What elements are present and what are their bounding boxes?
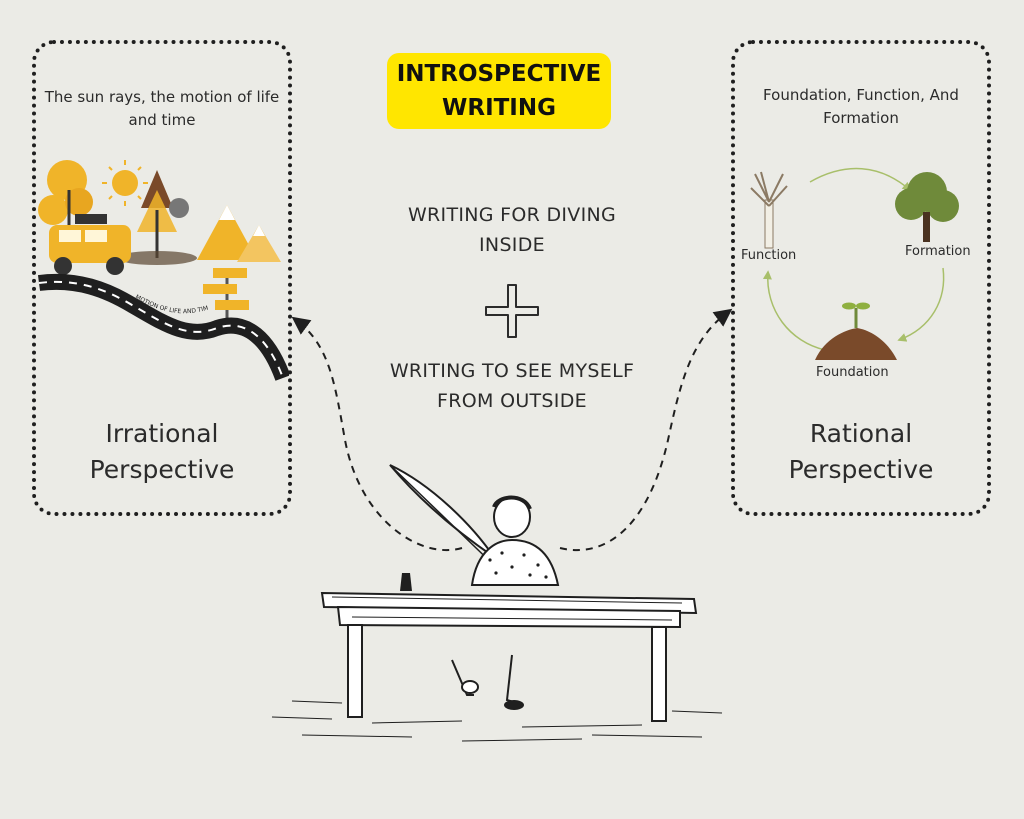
- outside-line1: WRITING TO SEE MYSELF: [389, 360, 635, 382]
- right-title-line2: Perspective: [788, 455, 934, 484]
- mountains-icon: [197, 205, 281, 262]
- diving-line2: INSIDE: [479, 234, 545, 256]
- right-title-line1: Rational: [809, 419, 913, 448]
- pine-tree-icon: [137, 170, 189, 258]
- sun-icon: [102, 160, 148, 206]
- writing-to-see-myself-text: WRITING TO SEE MYSELF FROM OUTSIDE: [340, 356, 684, 416]
- left-panel-caption: The sun rays, the motion of life and tim…: [44, 88, 280, 129]
- title-line1: INTROSPECTIVE: [396, 61, 602, 87]
- irrational-perspective-panel: The sun rays, the motion of life and tim…: [32, 40, 292, 516]
- irrational-perspective-title: Irrational Perspective: [36, 416, 288, 488]
- sprout-soil-icon: [815, 302, 897, 360]
- green-tree-icon: [895, 172, 959, 242]
- desk: [320, 591, 698, 722]
- floor-lines: [271, 700, 723, 742]
- writing-for-diving-inside-text: WRITING FOR DIVING INSIDE: [340, 200, 684, 260]
- ink-pot-icon: [400, 573, 412, 591]
- diving-line1: WRITING FOR DIVING: [407, 204, 617, 226]
- cycle-arrow-foundation-to-function: [762, 270, 826, 351]
- car-icon: [49, 214, 131, 275]
- signpost-icon: [203, 268, 249, 320]
- rational-perspective-title: Rational Perspective: [735, 416, 987, 488]
- bare-tree-icon: [750, 171, 788, 249]
- writer-figure: [451, 495, 560, 710]
- title-line2: WRITING: [441, 95, 556, 121]
- rational-perspective-panel: Foundation, Function, And Formation Rati…: [731, 40, 991, 516]
- outside-line2: FROM OUTSIDE: [437, 390, 587, 412]
- autumn-tree-icon: [38, 160, 93, 230]
- cycle-arrow-formation-to-foundation: [897, 267, 945, 342]
- road-scene-illustration: MOTION OF LIFE AND TIME: [37, 150, 289, 381]
- function-label: Function: [741, 248, 797, 263]
- tree-cycle-illustration: [750, 167, 959, 360]
- formation-label: Formation: [905, 244, 971, 259]
- cycle-arrow-function-to-formation: [809, 167, 912, 192]
- writer-at-desk-illustration: [271, 464, 723, 742]
- introspective-writing-title: INTROSPECTIVE WRITING: [387, 53, 611, 129]
- plus-icon: [485, 284, 539, 338]
- foundation-label: Foundation: [816, 365, 889, 380]
- left-title-line2: Perspective: [89, 455, 235, 484]
- left-title-line1: Irrational: [105, 419, 219, 448]
- right-panel-caption: Foundation, Function, And Formation: [763, 86, 959, 127]
